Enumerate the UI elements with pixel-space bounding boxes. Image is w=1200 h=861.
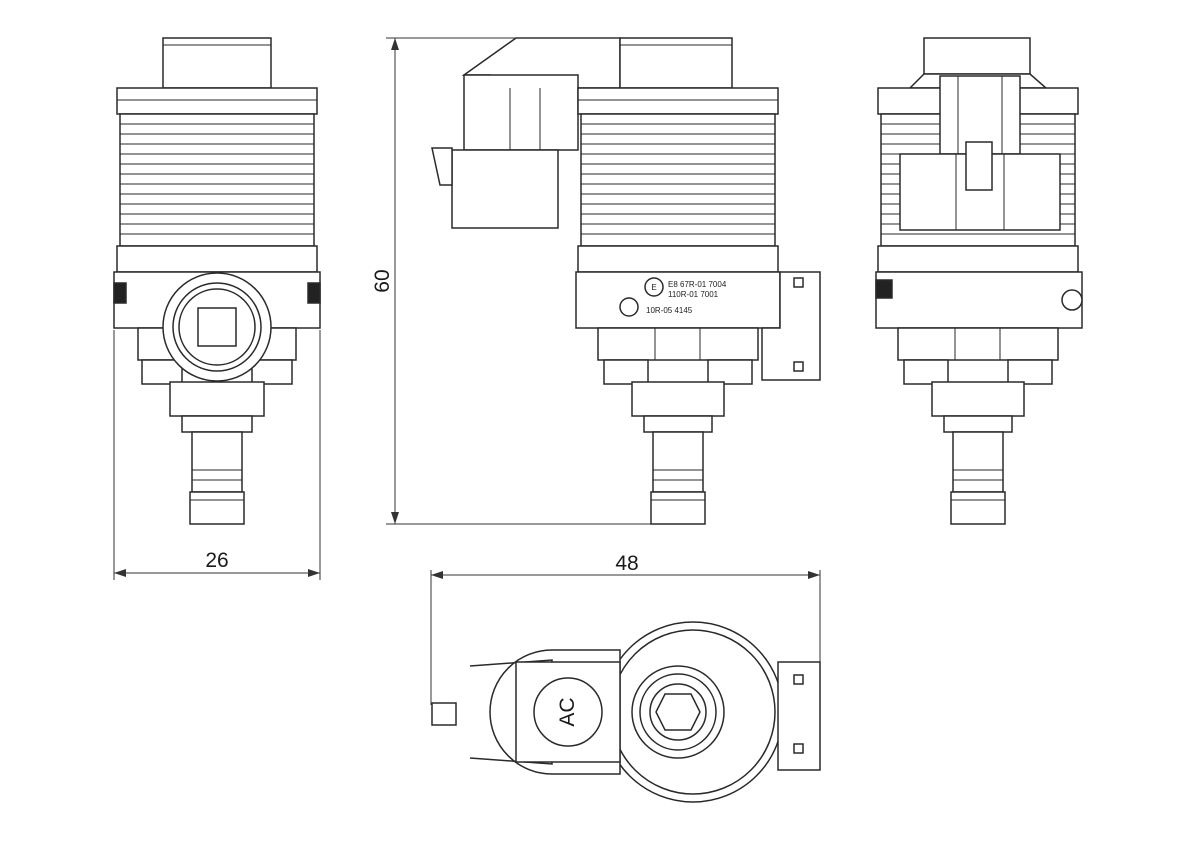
coil-ribs <box>120 123 314 235</box>
coil-ribs-side <box>581 123 775 235</box>
dimension-width-26: 26 <box>113 330 321 580</box>
approval-marking-3: 10R-05 4145 <box>646 306 693 315</box>
dimension-label-48: 48 <box>615 552 638 575</box>
e-mark-icon <box>644 277 664 297</box>
approval-marking-2: 110R-01 7001 <box>668 290 719 299</box>
approval-marking-1: E8 67R-01 7004 <box>668 280 727 289</box>
logo-text: AC <box>556 697 579 726</box>
ac-logo-icon <box>533 677 603 747</box>
front-view <box>113 37 321 525</box>
certification-icon <box>619 297 639 317</box>
dimension-height-60: 60 <box>371 37 651 525</box>
dimension-length-48: 48 <box>430 552 821 705</box>
dimension-label-26: 26 <box>205 549 228 572</box>
dimension-label-60: 60 <box>371 269 394 292</box>
svg-text:E: E <box>651 283 656 292</box>
rear-view <box>875 37 1083 525</box>
side-view: E E8 67R-01 7004 110R-01 7001 10R-05 414… <box>431 37 821 525</box>
top-view: AC <box>431 621 821 803</box>
